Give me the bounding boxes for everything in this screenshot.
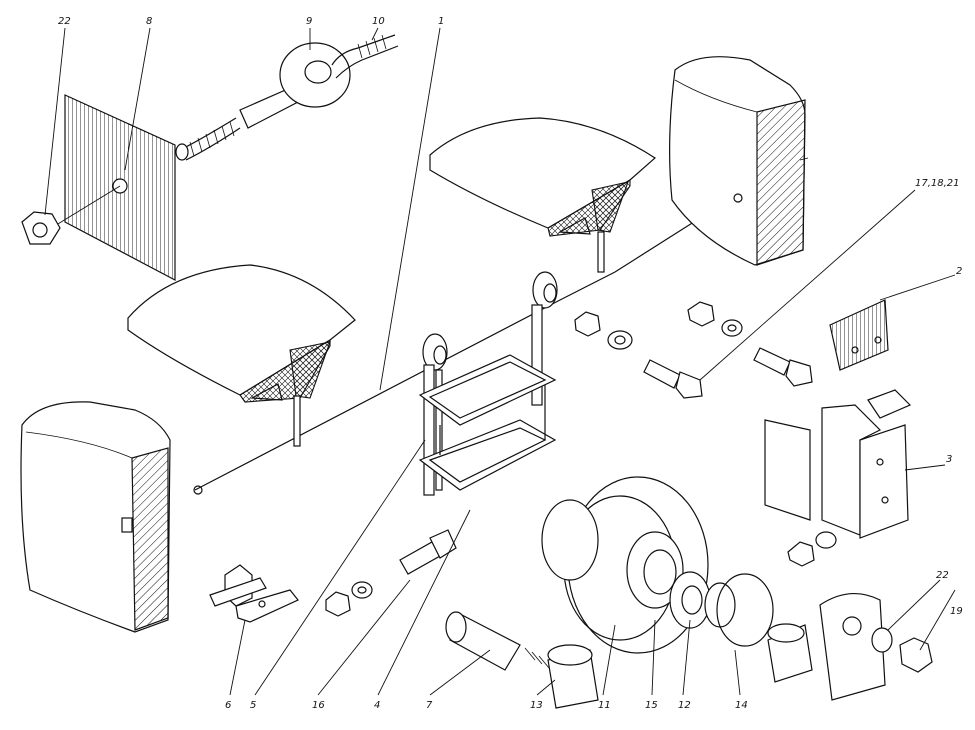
callout-22: 22 (936, 570, 949, 581)
callout-16: 16 (312, 700, 325, 711)
lower-seat-cushion (127, 264, 356, 447)
callout-6: 6 (225, 700, 231, 711)
bearing-set (669, 571, 774, 647)
mounting-bracket (764, 389, 912, 539)
callout-2: 2 (956, 266, 962, 277)
callout-11: 11 (598, 700, 611, 711)
callout-3: 3 (946, 454, 952, 465)
bushing-right (767, 623, 813, 683)
callout-12: 12 (678, 700, 691, 711)
leader-lines (44, 27, 956, 696)
hinge-plate (829, 299, 889, 371)
bushing (547, 644, 599, 709)
callout-17-18-21: 17,18,21 (915, 178, 960, 189)
callout-15: 15 (645, 700, 658, 711)
nut-washer-3 (787, 531, 837, 567)
hook-spring (331, 34, 399, 79)
callout-13: 13 (530, 700, 543, 711)
callout-4: 4 (374, 700, 380, 711)
right-counterweight-block (669, 56, 809, 266)
side-plate (819, 592, 933, 701)
callout-14: 14 (735, 700, 748, 711)
backing-plate (47, 94, 176, 281)
upper-seat-cushion (429, 117, 656, 273)
callout-9: 9 (306, 16, 312, 27)
callout-5: 5 (250, 700, 256, 711)
callout-19: 19 (950, 606, 963, 617)
callout-1: 1 (438, 16, 444, 27)
left-counterweight-block (20, 401, 203, 633)
callout-7: 7 (426, 700, 433, 711)
callout-20: 22 (58, 16, 71, 27)
callout-8: 8 (146, 16, 152, 27)
angle-bracket (209, 564, 299, 623)
pulley-bracket-assembly (418, 271, 558, 496)
axle-pin (445, 611, 550, 671)
bolt-set-upper (574, 301, 813, 399)
callout-10: 10 (372, 16, 385, 27)
hex-nut-left (21, 211, 61, 245)
bolt-16-set (325, 529, 457, 617)
eye-bolt (175, 42, 351, 161)
